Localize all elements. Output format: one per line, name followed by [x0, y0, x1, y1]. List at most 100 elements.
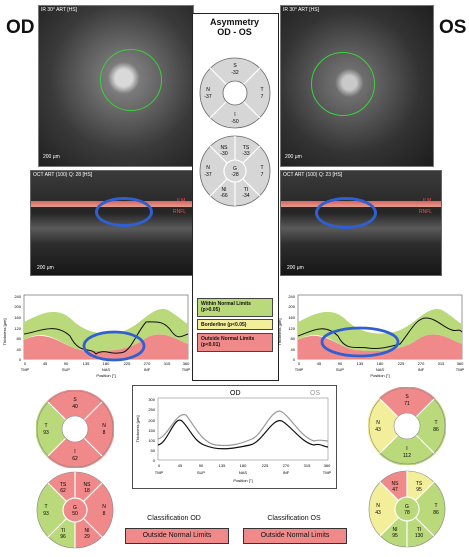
compare-xtick-90: 90 [199, 463, 204, 468]
asym-s-ni-value: -66 [220, 193, 227, 199]
os-s-ts-label: TS [416, 481, 423, 487]
os-q-n-value: 43 [375, 427, 381, 433]
os-region-nas: NAS [376, 367, 385, 372]
os-quadrant-chart: S 71 N 43 T 86 I 112 [368, 387, 446, 465]
os-xtick-0: 0 [298, 361, 301, 366]
scan-circle-od [100, 49, 162, 111]
asym-s-ts-label: TS [243, 145, 250, 151]
compare-xtick-270: 270 [283, 463, 290, 468]
asym-s-t-label: T [260, 165, 263, 171]
asym-s-ns-value: -30 [220, 151, 227, 157]
oct-scan-od: OCT ART (100) Q: 28 [HS] ILM RNFL 200 μm [30, 170, 196, 276]
od-quadrant-chart: S 40 T 93 N 8 I 62 [36, 390, 114, 468]
asym-s-t-value: 7 [261, 172, 264, 178]
od-q-n-value: 8 [103, 430, 106, 436]
compare-xtick-45: 45 [178, 463, 183, 468]
oct-scan-os: OCT ART (100) Q: 23 [HS] ILM RNFL 200 μm [280, 170, 442, 276]
oct-scale-os: 200 μm [287, 265, 304, 271]
compare-xtick-180: 180 [240, 463, 247, 468]
classification-os-value: Outside Normal Limits [243, 528, 347, 544]
od-s-ns-label: NS [84, 482, 92, 488]
compare-od-label: OD [230, 390, 241, 397]
od-s-t-label: T [44, 504, 47, 510]
os-s-ni-value: 95 [392, 533, 398, 539]
asymmetry-title-line1: Asymmetry [209, 17, 260, 27]
os-thickness-profile: Thickness [μm] 240 200 160 120 80 40 0 0… [277, 294, 465, 378]
compare-ylabel: Thickness [μm] [135, 416, 140, 443]
asym-s-n-label: N [206, 165, 210, 171]
asym-q-s-value: -32 [231, 70, 238, 76]
os-q-i-label: I [406, 446, 407, 452]
compare-ytick-300: 300 [148, 397, 155, 402]
od-s-ti-value: 96 [60, 534, 66, 540]
asymmetry-quadrant-chart: S -32 N -37 T 7 I -50 [199, 57, 271, 129]
os-ytick-120: 120 [288, 326, 295, 331]
os-ytick-200: 200 [288, 304, 295, 309]
compare-region-tmp2: TMP [323, 470, 332, 475]
od-q-i-label: I [74, 449, 75, 455]
od-s-t-value: 93 [43, 511, 49, 517]
os-s-t-label: T [434, 503, 437, 509]
legend-outside-normal: Outside Normal Limits (p<0.01) [197, 333, 273, 352]
od-s-g-value: 50 [72, 511, 78, 517]
od-xtick-315: 315 [164, 361, 171, 366]
od-sector-chart: TS 62 NS 18 T 93 G 50 N 8 TI 96 NI 29 [36, 471, 114, 549]
od-s-ts-value: 62 [60, 488, 66, 494]
asymmetry-sector-chart: NS -30 TS -33 N -37 G -28 T 7 NI -66 TI … [199, 135, 271, 207]
fundus-caption-os: IR 30° ART [HS] [283, 7, 319, 13]
od-thickness-profile: Thickness [μm] 240 200 160 120 80 40 0 0… [2, 294, 191, 378]
compare-region-inf: INF [283, 470, 290, 475]
od-q-t-label: T [44, 423, 47, 429]
od-label: OD [6, 17, 35, 38]
od-xtick-45: 45 [43, 361, 48, 366]
asym-s-n-value: -37 [204, 172, 211, 178]
os-profile-ylabel: Thickness [μm] [277, 319, 282, 346]
od-xtick-360: 360 [183, 361, 190, 366]
classification-od-title: Classification OD [147, 515, 201, 522]
compare-xtick-225: 225 [262, 463, 269, 468]
os-s-g-label: G [405, 504, 409, 510]
od-s-ts-label: TS [60, 482, 67, 488]
asym-s-ti-label: TI [244, 187, 248, 193]
od-profile-xlabel: Position [°] [96, 373, 115, 378]
os-label: OS [439, 17, 467, 38]
compare-region-tmp1: TMP [155, 470, 164, 475]
od-xtick-135: 135 [83, 361, 90, 366]
os-ytick-40: 40 [291, 347, 296, 352]
asym-s-ns-label: NS [221, 145, 229, 151]
ilm-label-od: ILM [177, 198, 186, 204]
os-xtick-180: 180 [377, 361, 384, 366]
compare-ytick-150: 150 [148, 428, 155, 433]
os-s-ti-label: TI [417, 527, 421, 533]
asym-q-i-value: -50 [231, 119, 238, 125]
asymmetry-title: Asymmetry OD - OS [192, 17, 277, 37]
od-s-ni-value: 29 [84, 534, 90, 540]
od-s-ti-label: TI [61, 528, 65, 534]
asym-q-s-label: S [233, 63, 237, 69]
od-xtick-225: 225 [124, 361, 131, 366]
oct-caption-os: OCT ART (100) Q: 23 [HS] [283, 172, 343, 178]
fundus-scale-od: 200 μm [43, 154, 60, 160]
scan-circle-os [311, 52, 375, 116]
os-s-ti-value: 130 [415, 533, 424, 539]
od-q-s-label: S [73, 397, 77, 403]
os-region-inf: INF [418, 367, 425, 372]
od-s-ns-value: 18 [84, 488, 90, 494]
os-ytick-0: 0 [293, 357, 296, 362]
od-ytick-120: 120 [14, 326, 21, 331]
compare-xtick-0: 0 [158, 463, 161, 468]
os-profile-xlabel: Position [°] [370, 373, 389, 378]
compare-ytick-250: 250 [148, 407, 155, 412]
od-ytick-240: 240 [14, 294, 21, 299]
od-ytick-200: 200 [14, 304, 21, 309]
compare-xtick-135: 135 [219, 463, 226, 468]
classification-od-value: Outside Normal Limits [125, 528, 229, 544]
ilm-label-os: ILM [423, 198, 432, 204]
fundus-scale-os: 200 μm [285, 154, 302, 160]
asym-s-g-label: G [233, 166, 237, 172]
od-region-tmp2: TMP [182, 367, 191, 372]
od-ytick-80: 80 [17, 336, 22, 341]
od-s-n-value: 8 [103, 511, 106, 517]
oct-scale-od: 200 μm [37, 265, 54, 271]
os-ytick-80: 80 [291, 336, 296, 341]
